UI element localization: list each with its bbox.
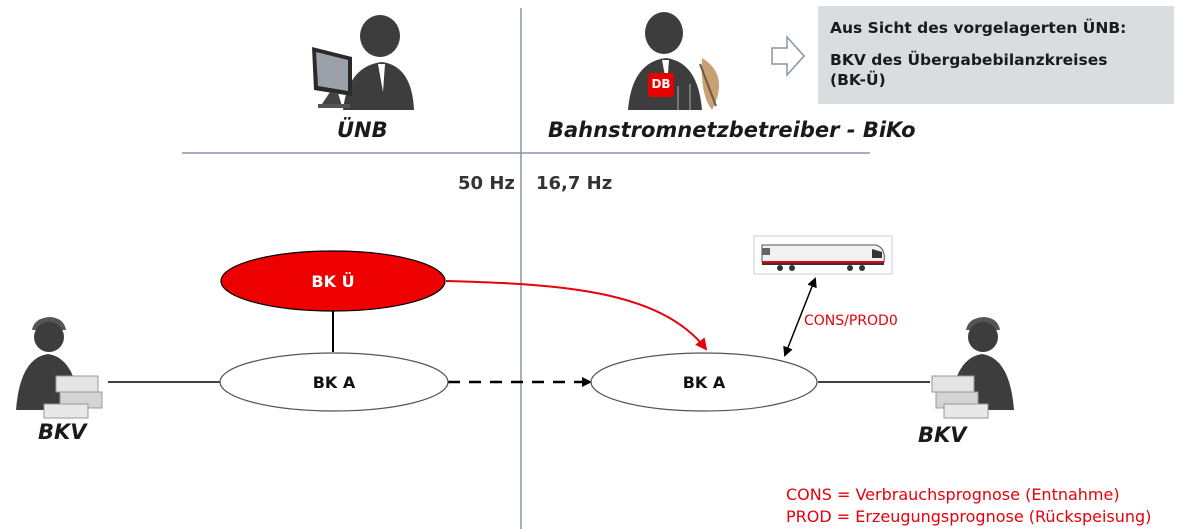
info-box-body-line2: (BK-Ü) xyxy=(830,71,886,89)
cons-prod-label: CONS/PROD0 xyxy=(804,313,898,329)
right-outline-arrow-icon xyxy=(771,35,806,77)
bk-a-right-node xyxy=(590,352,818,412)
bk-a-left-label: BK A xyxy=(312,373,356,392)
train-to-bka-double-arrow xyxy=(783,277,817,357)
bk-a-left-node xyxy=(219,352,449,412)
operator-at-computer-icon xyxy=(312,15,414,110)
info-box: Aus Sicht des vorgelagerten ÜNB: BKV des… xyxy=(818,6,1174,104)
left-bkv-person-icon xyxy=(16,317,103,419)
legend-cons: CONS = Verbrauchsprognose (Entnahme) xyxy=(786,485,1120,504)
bkue-to-bka-red-arrow xyxy=(445,280,708,351)
train-icon xyxy=(753,235,893,275)
bk-a-right-label: BK A xyxy=(682,373,726,392)
info-box-title: Aus Sicht des vorgelagerten ÜNB: xyxy=(830,19,1127,37)
uenb-label: ÜNB xyxy=(337,118,388,142)
legend-prod: PROD = Erzeugungsprognose (Rückspeisung) xyxy=(786,507,1152,526)
legend: CONS = Verbrauchsprognose (Entnahme) PRO… xyxy=(786,484,1151,528)
info-box-body-line1: BKV des Übergabebilanzkreises xyxy=(830,51,1108,69)
bk-ue-node xyxy=(220,250,446,312)
right-bkv-person-icon xyxy=(931,317,1014,419)
db-logo: DB xyxy=(651,77,671,91)
railway-operator-icon xyxy=(628,12,720,110)
bk-ue-label: BK Ü xyxy=(311,272,355,291)
right-bkv-label: BKV xyxy=(918,423,967,447)
left-bkv-label: BKV xyxy=(38,420,87,444)
bahnstromnetzbetreiber-label: Bahnstromnetzbetreiber - BiKo xyxy=(548,118,916,142)
frequency-left: 50 Hz xyxy=(458,173,515,194)
frequency-right: 16,7 Hz xyxy=(536,173,613,194)
